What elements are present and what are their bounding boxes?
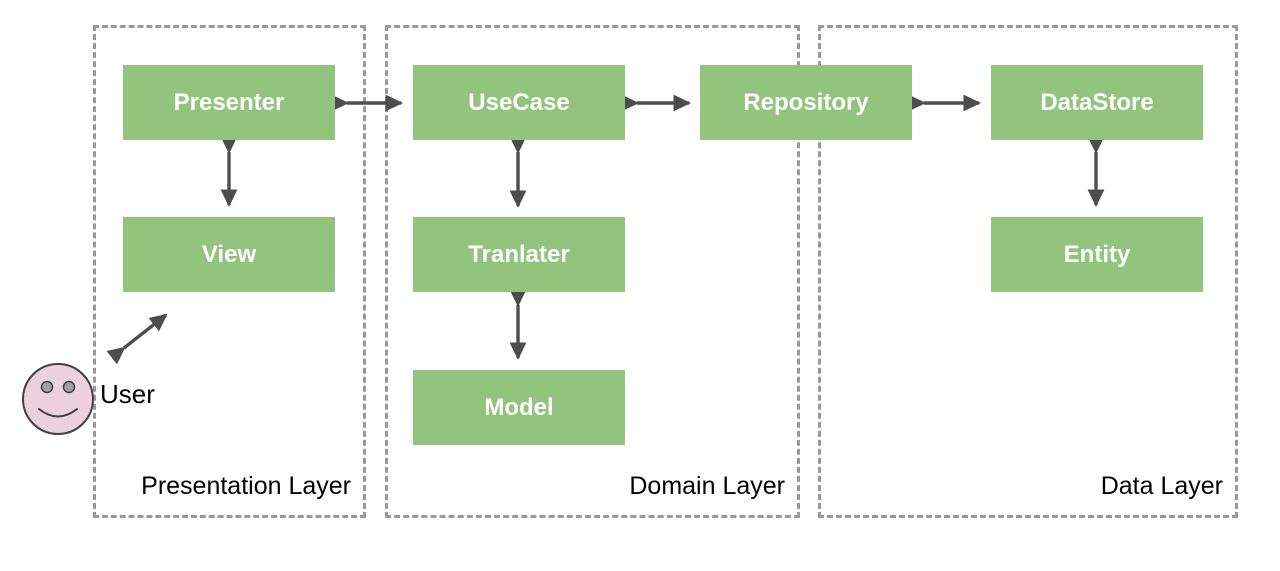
node-view: View (123, 217, 335, 292)
node-datastore: DataStore (991, 65, 1203, 140)
node-model: Model (413, 370, 625, 445)
layer-data-label: Data Layer (1100, 472, 1223, 500)
node-usecase: UseCase (413, 65, 625, 140)
node-repository: Repository (700, 65, 912, 140)
layer-presentation: Presentation Layer (93, 25, 366, 518)
layer-domain-label: Domain Layer (629, 472, 785, 500)
layer-presentation-label: Presentation Layer (141, 472, 351, 500)
node-presenter: Presenter (123, 65, 335, 140)
user-label: User (100, 379, 155, 409)
node-entity: Entity (991, 217, 1203, 292)
layer-domain: Domain Layer (385, 25, 800, 518)
layer-data: Data Layer (818, 25, 1238, 518)
node-tranlater: Tranlater (413, 217, 625, 292)
